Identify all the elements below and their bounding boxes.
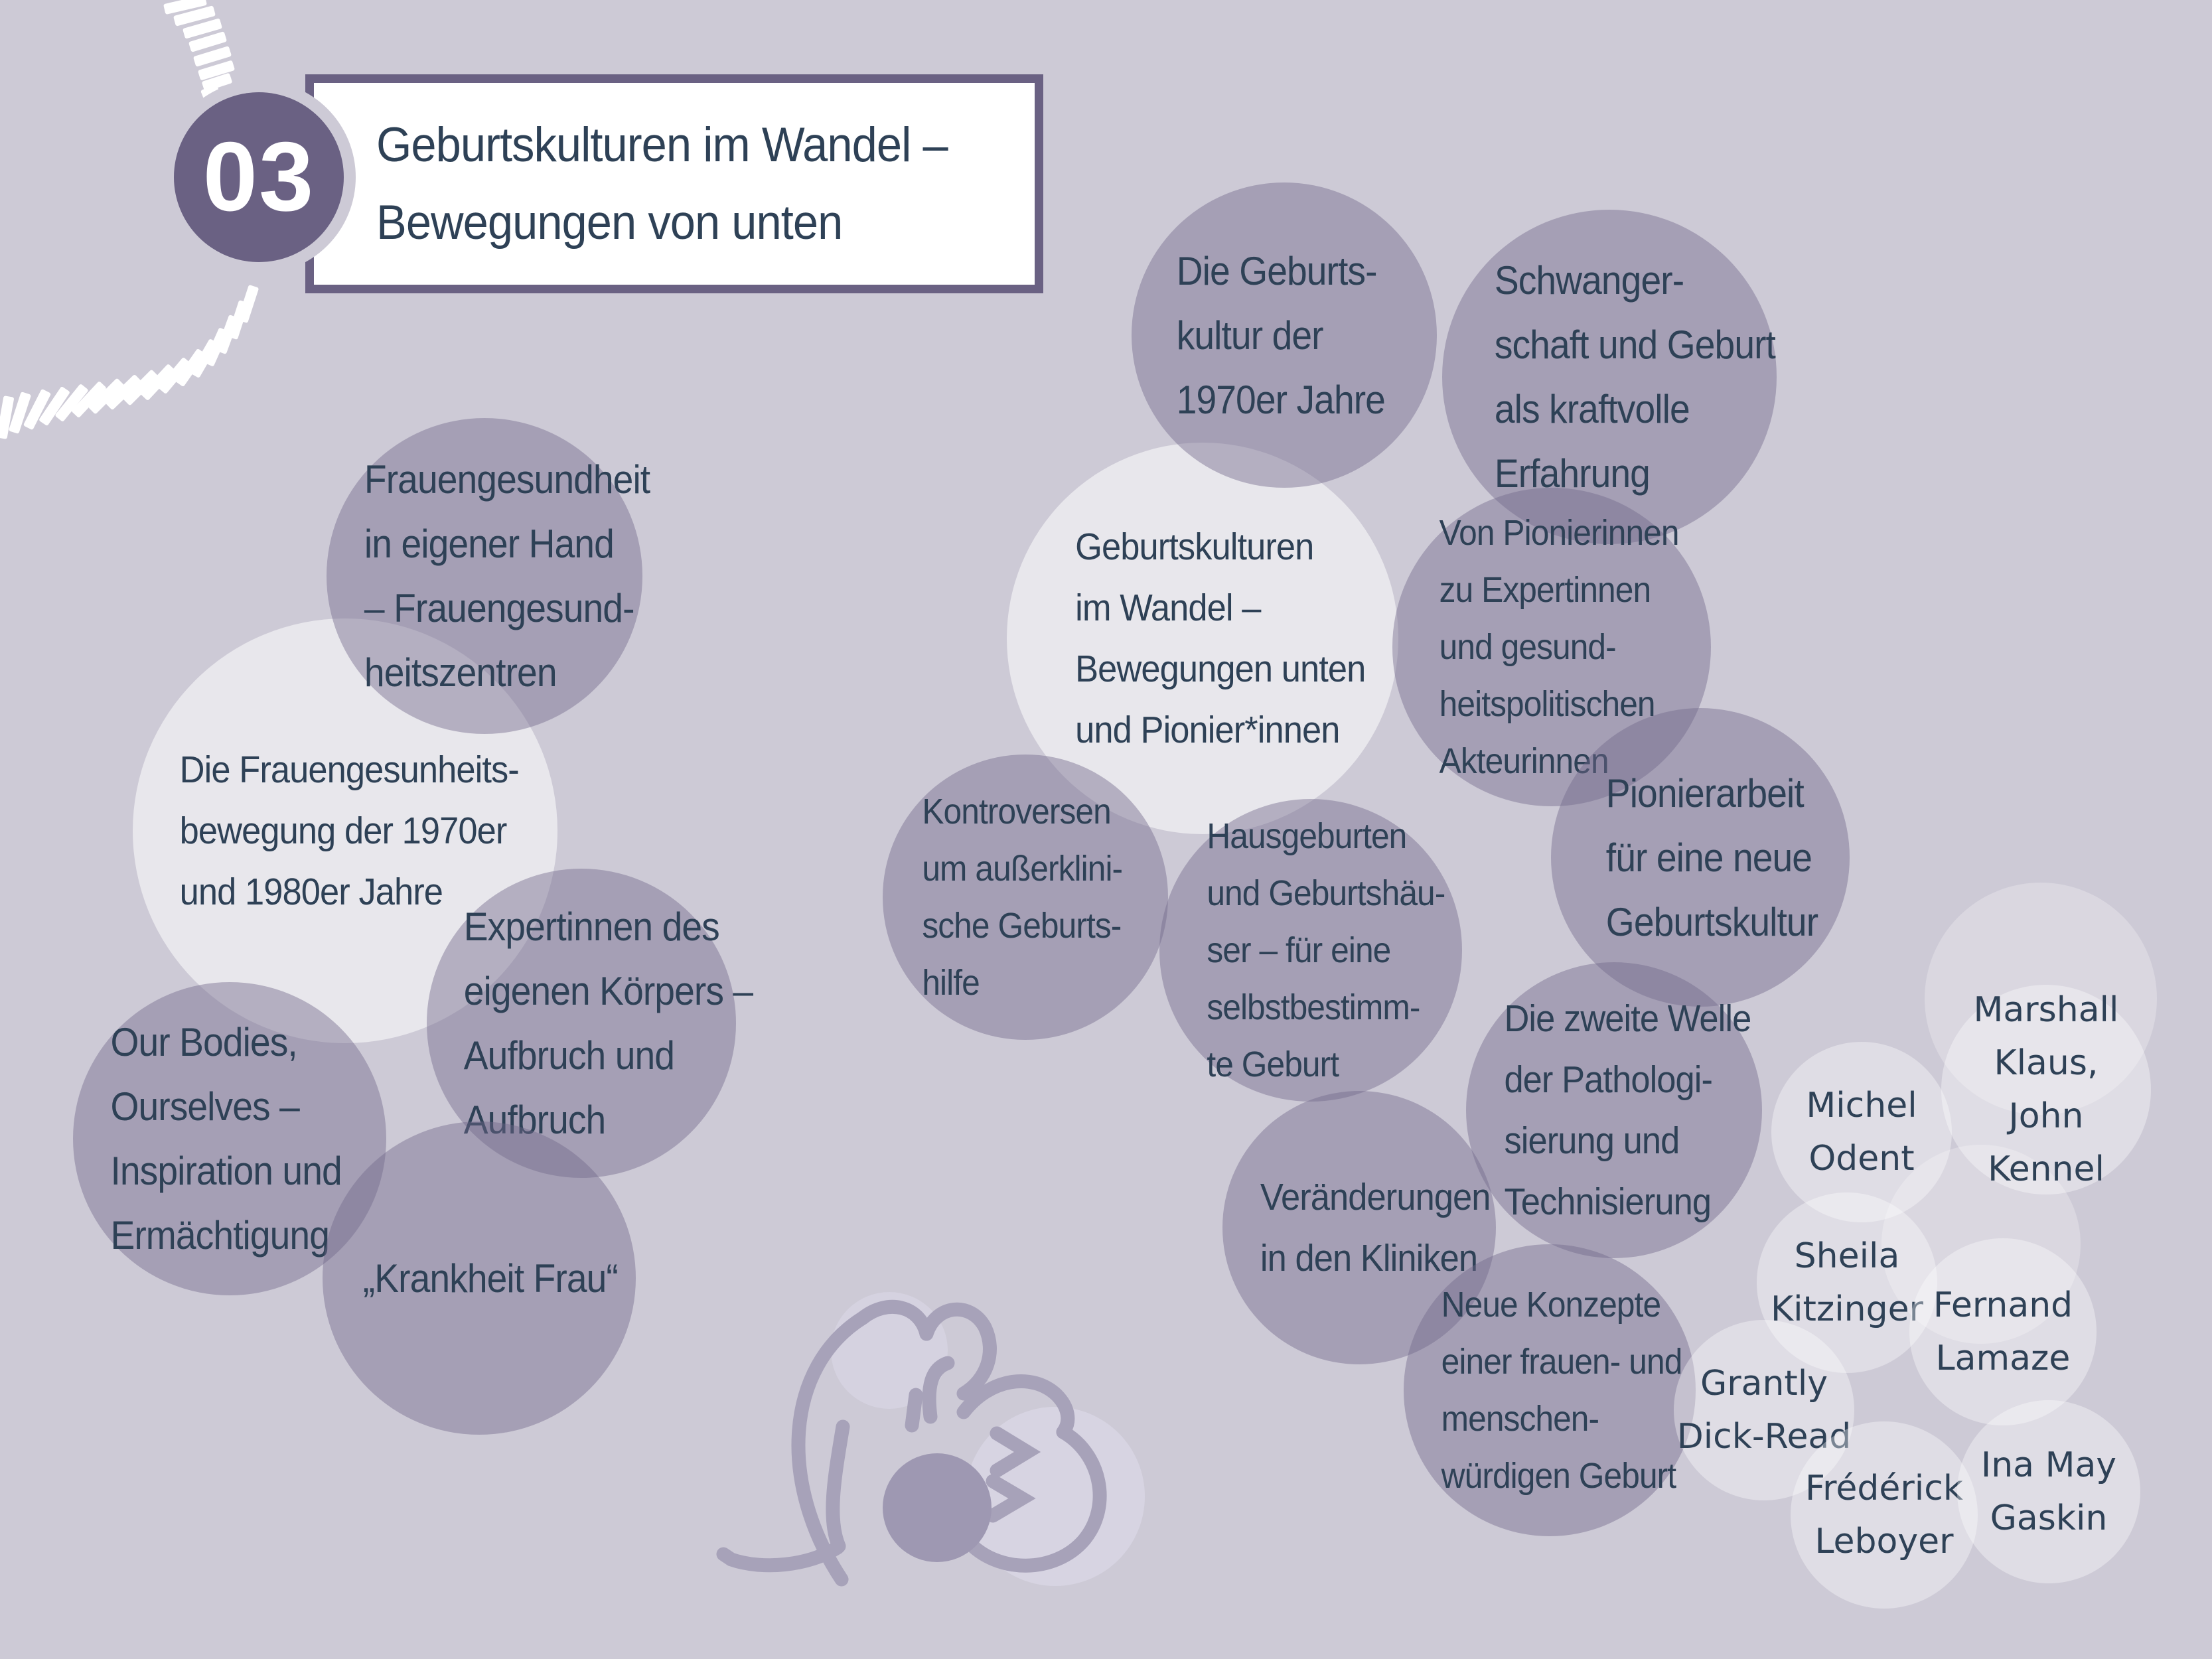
bubble-expertinnen-des-eigenen-koerpers: Expertinnen des eigenen Körpers – Aufbru… [427,869,753,1178]
bubble-pionierarbeit-neue-geburtskultur: Pionierarbeit für eine neue Geburtskultu… [1551,708,1850,1007]
pioneer-name: Marshall Klaus, John Kennel [1973,990,2119,1189]
bubble-label: Hausgeburten und Geburtshäu- ser – für e… [1207,816,1445,1084]
mother-baby-watermark [716,1292,1145,1587]
bubble-neue-konzepte-wuerdige-geburt: Neue Konzepte einer frauen- und menschen… [1404,1244,1696,1536]
dash-swoosh-decoration [0,0,259,439]
bubble-fernand-lamaze: Fernand Lamaze [1909,1238,2097,1425]
bubble-label: Kontroversen um außerklini- sche Geburts… [922,792,1123,1003]
bubble-label: Die zweite Welle der Pathologi- sierung … [1504,997,1751,1223]
bubble-label: Die Frauengesunheits- bewegung der 1970e… [179,749,520,913]
bubble-label: Veränderungen in den Kliniken [1260,1176,1491,1279]
bubble-marshall-klaus-john-kennel: Marshall Klaus, John Kennel [1941,985,2151,1194]
bubble-hausgeburten-geburtshaeuser: Hausgeburten und Geburtshäu- ser – für e… [1159,799,1462,1102]
pioneer-name: Sheila Kitzinger [1770,1236,1923,1329]
bubble-label: Frauengesundheit in eigener Hand – Fraue… [364,457,650,695]
bubble-frauengesundheit-eigene-hand: Frauengesundheit in eigener Hand – Fraue… [327,418,650,734]
chapter-number-badge: 03 [174,92,344,262]
bubble-label: „Krankheit Frau“ [362,1256,619,1301]
bubble-frauengesundheitsbewegung: Die Frauengesunheits- bewegung der 1970e… [133,618,557,1043]
bubble-frederick-leboyer: Frédérick Leboyer [1791,1421,1978,1609]
ghost-circle [1881,1145,2081,1344]
pioneer-name: Grantly Dick-Read [1676,1364,1852,1457]
bubble-michel-odent: Michel Odent [1771,1042,1952,1222]
bubble-kontroversen-ausserklinische-geburtshilfe: Kontroversen um außerklini- sche Geburts… [883,755,1168,1040]
bubble-von-pionierinnen-zu-expertinnen: Von Pionierinnen zu Expertinnen und gesu… [1392,488,1711,806]
slide-title: Geburtskulturen im Wandel – Bewegungen v… [376,118,948,250]
ghost-circle [1925,883,2157,1115]
pioneer-name: Michel Odent [1806,1086,1917,1179]
bubble-label: Expertinnen des eigenen Körpers – Aufbru… [463,904,753,1142]
bubble-veraenderungen-kliniken: Veränderungen in den Kliniken [1222,1091,1496,1364]
bubble-label: Pionierarbeit für eine neue Geburtskultu… [1605,770,1818,944]
bubble-sheila-kitzinger: Sheila Kitzinger [1757,1192,1937,1373]
bubble-schwangerschaft-kraftvolle-erfahrung: Schwanger- schaft und Geburt als kraftvo… [1442,210,1777,544]
bubble-zweite-welle-pathologisierung: Die zweite Welle der Pathologi- sierung … [1466,962,1762,1258]
bubble-label: Schwanger- schaft und Geburt als kraftvo… [1494,258,1776,496]
chapter-number: 03 [202,122,315,232]
bubble-label: Von Pionierinnen zu Expertinnen und gesu… [1439,513,1680,781]
bubble-ina-may-gaskin: Ina May Gaskin [1957,1400,2140,1583]
pioneer-name: Fernand Lamaze [1933,1285,2073,1378]
bubble-label: Geburtskulturen im Wandel – Bewegungen u… [1075,526,1366,751]
bubble-label: Our Bodies, Ourselves – Inspiration und … [110,1020,342,1258]
bubble-geburtskultur-1970er: Die Geburts- kultur der 1970er Jahre [1132,182,1437,488]
bubble-geburtskulturen-im-wandel-zentrum: Geburtskulturen im Wandel – Bewegungen u… [1007,443,1398,834]
pioneer-name: Ina May Gaskin [1980,1445,2117,1538]
bubble-grantly-dick-read: Grantly Dick-Read [1674,1320,1854,1500]
pioneer-name: Frédérick Leboyer [1805,1469,1963,1561]
title-box: Geburtskulturen im Wandel – Bewegungen v… [305,74,1043,293]
bubble-label: Neue Konzepte einer frauen- und menschen… [1441,1285,1683,1496]
bubble-our-bodies-ourselves: Our Bodies, Ourselves – Inspiration und … [73,982,386,1295]
bubble-krankheit-frau: „Krankheit Frau“ [323,1121,636,1435]
bubble-label: Die Geburts- kultur der 1970er Jahre [1176,248,1386,422]
